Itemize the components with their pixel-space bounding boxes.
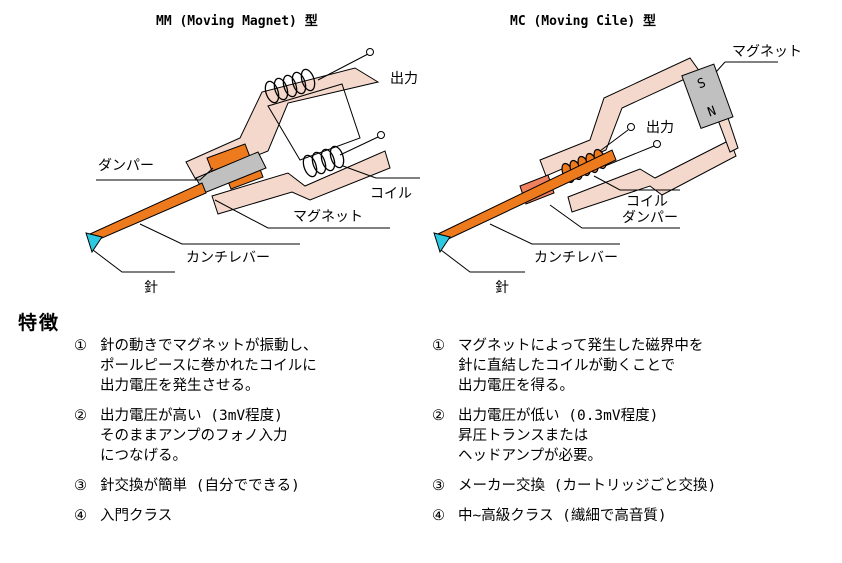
mc-output-terminal-lower [653, 140, 661, 148]
mm-cantilever-label: カンチレバー [186, 250, 270, 266]
feature-number: ② [74, 408, 87, 424]
feature-text: 針の動きでマグネットが振動し、ポールピースに巻かれたコイルに出力電圧を発生させる… [100, 336, 318, 396]
feature-line: 出力電圧が高い (3mV程度) [100, 408, 283, 424]
feature-line: 出力電圧を発生させる。 [100, 378, 260, 394]
cartridge-diagram: MM (Moving Magnet) 型 [85, 13, 802, 296]
mc-magnet: S N [681, 63, 734, 130]
feature-number: ④ [432, 508, 445, 524]
mm-output-terminal-upper [366, 48, 374, 56]
feature-line: ポールピースに巻かれたコイルに [100, 358, 317, 374]
feature-text: 中~高級クラス (繊細で高音質) [458, 506, 667, 526]
mm-output-terminal-lower [377, 131, 385, 139]
feature-line: 針に直結したコイルが動くことで [458, 358, 676, 374]
feature-line: 出力電圧が低い (0.3mV程度) [458, 408, 659, 424]
mm-needle-label: 針 [144, 280, 158, 296]
features-title: 特徴 [18, 312, 61, 334]
mc-needle [433, 232, 451, 254]
feature-number: ③ [432, 478, 445, 494]
feature-item: ③ メーカー交換 (カートリッジごと交換) [432, 476, 716, 496]
feature-line: ヘッドアンプが必要。 [458, 448, 602, 464]
mc-needle-label: 針 [495, 280, 509, 296]
feature-line: 針の動きでマグネットが振動し、 [100, 338, 318, 354]
mm-coil-lower [302, 145, 345, 178]
mc-diagram: MC (Moving Cile) 型 S N [433, 13, 802, 296]
feature-text: 針交換が簡単 (自分でできる) [100, 476, 300, 496]
mm-coil-label: コイル [370, 186, 412, 202]
mm-title: MM (Moving Magnet) 型 [156, 13, 318, 29]
feature-text: メーカー交換 (カートリッジごと交換) [458, 476, 716, 496]
feature-line: マグネットによって発生した磁界中を [458, 338, 704, 354]
feature-number: ③ [74, 478, 87, 494]
feature-item: ② 出力電圧が低い (0.3mV程度) 昇圧トランスまたはヘッドアンプが必要。 [432, 406, 716, 466]
mc-cantilever-label: カンチレバー [534, 250, 618, 266]
mm-diagram: MM (Moving Magnet) 型 [85, 13, 420, 296]
feature-line: 入門クラス [100, 508, 173, 524]
mc-body-lower [567, 139, 737, 213]
feature-line: 中~高級クラス (繊細で高音質) [458, 508, 667, 524]
mc-features-list: ① マグネットによって発生した磁界中を針に直結したコイルが動くことで出力電圧を得る… [432, 336, 716, 536]
mc-title: MC (Moving Cile) 型 [510, 13, 656, 29]
mc-magnet-label: マグネット [732, 44, 802, 60]
feature-text: マグネットによって発生した磁界中を針に直結したコイルが動くことで出力電圧を得る。 [458, 336, 703, 396]
feature-line: 出力電圧を得る。 [458, 378, 574, 394]
feature-text: 出力電圧が低い (0.3mV程度) 昇圧トランスまたはヘッドアンプが必要。 [458, 406, 658, 466]
mm-output-label: 出力 [390, 71, 418, 87]
mm-pole-piece-lower [211, 150, 391, 215]
feature-item: ① マグネットによって発生した磁界中を針に直結したコイルが動くことで出力電圧を得る… [432, 336, 716, 396]
mm-needle [85, 232, 103, 254]
mc-body-upper [539, 57, 701, 177]
feature-item: ④ 中~高級クラス (繊細で高音質) [432, 506, 716, 526]
mm-damper-label: ダンパー [98, 158, 154, 174]
feature-item: ④ 入門クラス [74, 506, 318, 526]
feature-item: ① 針の動きでマグネットが振動し、ポールピースに巻かれたコイルに出力電圧を発生させ… [74, 336, 318, 396]
mc-damper-label: ダンパー [622, 210, 678, 226]
feature-number: ① [432, 338, 445, 354]
feature-item: ② 出力電圧が高い (3mV程度) そのままアンプのフォノ入力につなげる。 [74, 406, 318, 466]
feature-item: ③ 針交換が簡単 (自分でできる) [74, 476, 318, 496]
feature-text: 入門クラス [100, 506, 172, 526]
mc-output-terminal-upper [627, 123, 635, 131]
feature-number: ① [74, 338, 87, 354]
mc-output-label: 出力 [646, 120, 674, 136]
feature-line: 昇圧トランスまたは [458, 428, 589, 444]
feature-number: ④ [74, 508, 87, 524]
mm-pole-piece-inner [267, 83, 361, 161]
feature-line: 針交換が簡単 (自分でできる) [100, 478, 300, 494]
mm-magnet-label: マグネット [293, 209, 363, 225]
feature-line: メーカー交換 (カートリッジごと交換) [458, 478, 717, 494]
mm-cantilever [89, 182, 207, 242]
mm-coil-upper [264, 68, 316, 104]
feature-line: につなげる。 [100, 448, 187, 464]
mm-features-list: ① 針の動きでマグネットが振動し、ポールピースに巻かれたコイルに出力電圧を発生させ… [74, 336, 318, 536]
feature-number: ② [432, 408, 445, 424]
feature-line: そのままアンプのフォノ入力 [100, 428, 288, 444]
mc-coil-label: コイル [626, 194, 668, 210]
feature-text: 出力電圧が高い (3mV程度) そのままアンプのフォノ入力につなげる。 [100, 406, 287, 466]
